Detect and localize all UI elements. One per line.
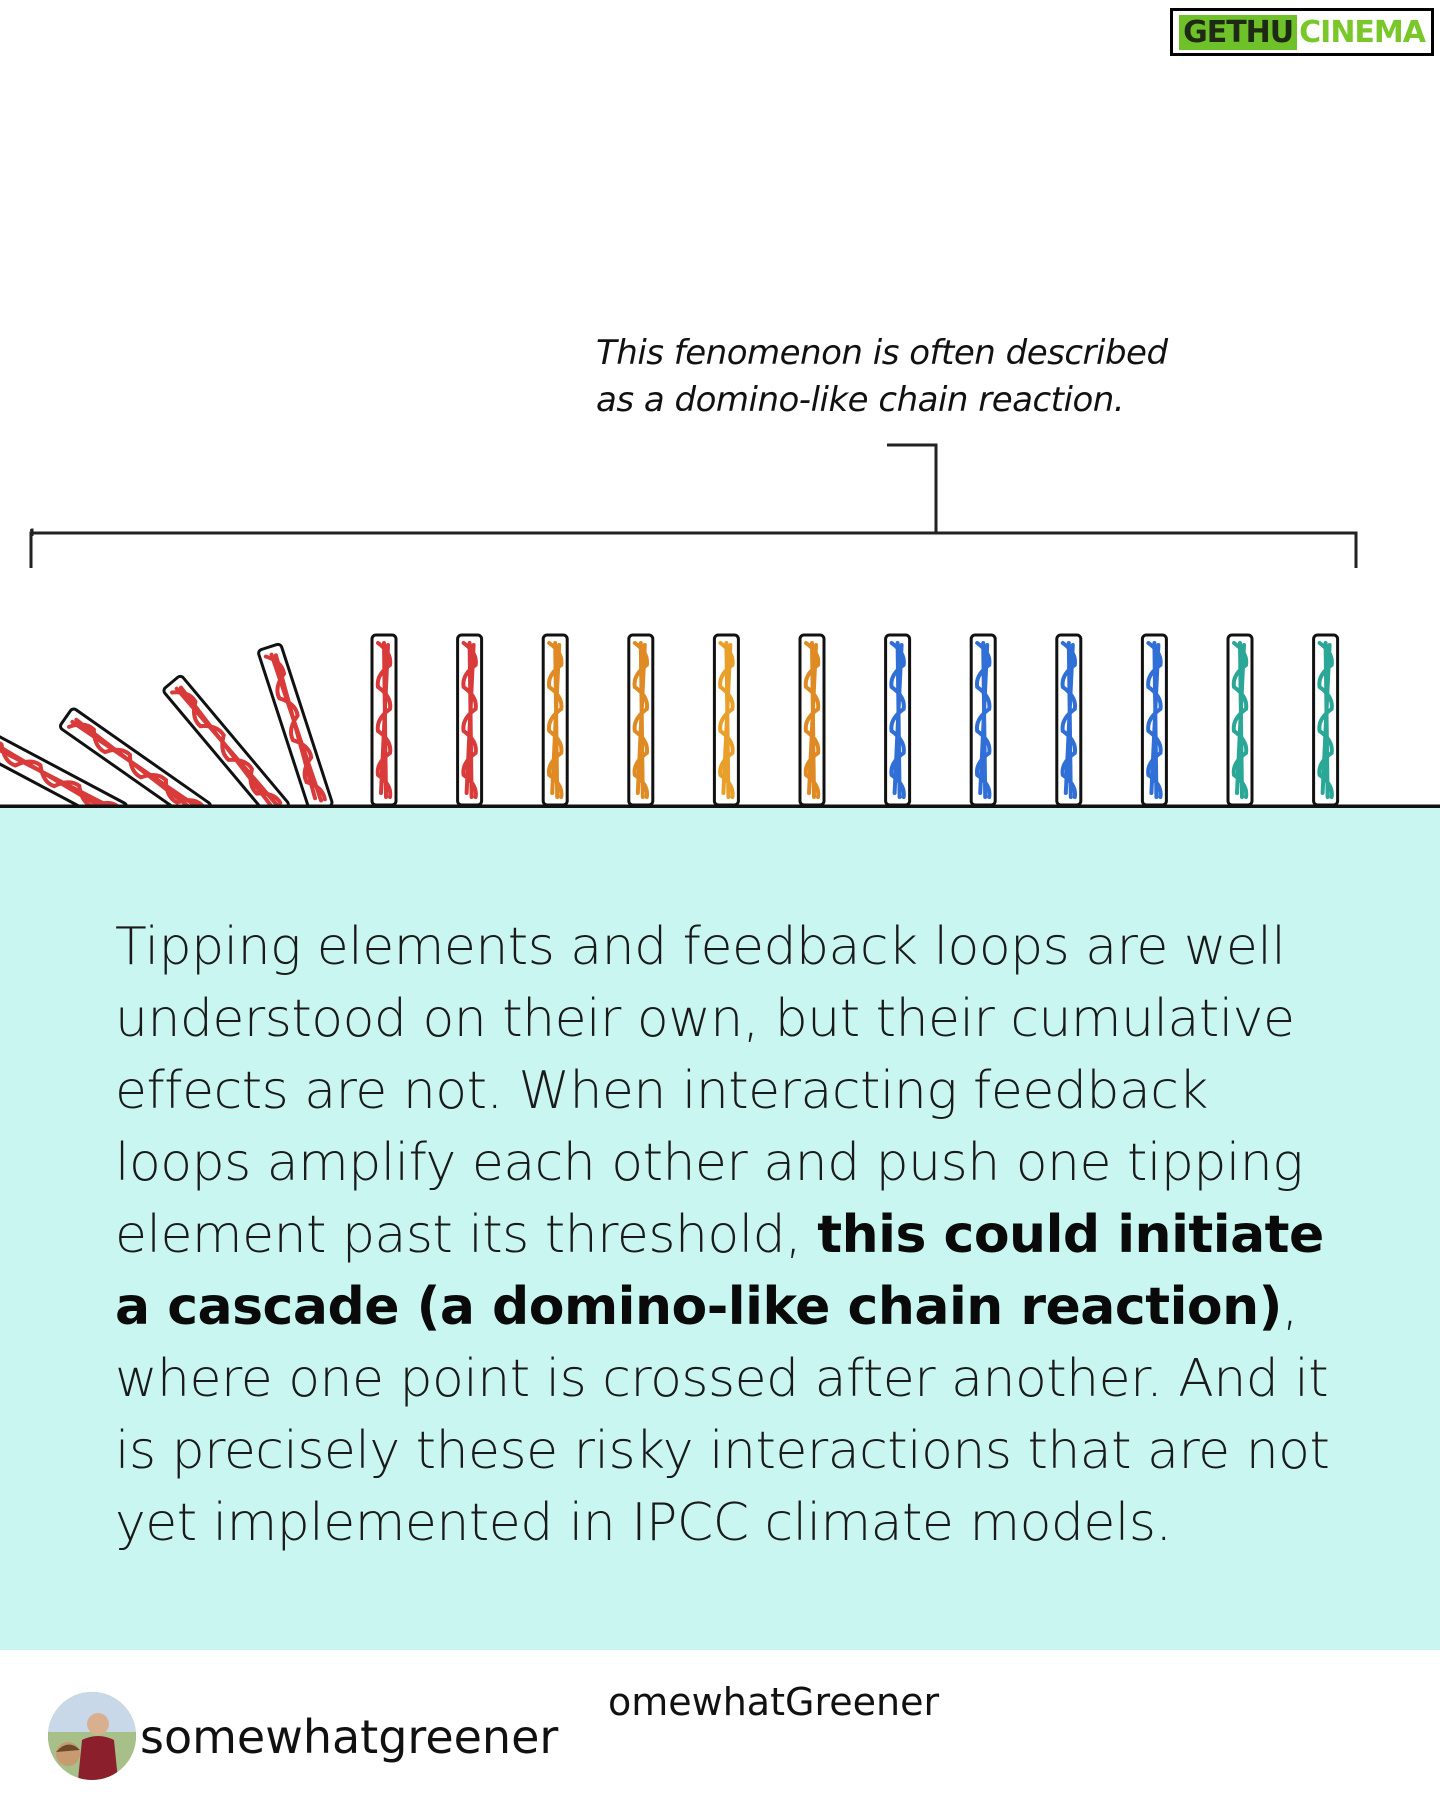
standing-domino xyxy=(798,633,826,807)
bracket xyxy=(29,443,1358,568)
caption-line-2: as a domino-like chain reaction. xyxy=(596,380,1125,420)
body-paragraph: Tipping elements and feedback loops are … xyxy=(115,911,1345,1559)
illustration-caption: This fenomenon is often described as a d… xyxy=(596,330,1168,424)
body-text-end: , where one point is crossed after anoth… xyxy=(115,1277,1330,1553)
standing-domino xyxy=(1055,633,1083,807)
text-panel: Tipping elements and feedback loops are … xyxy=(0,808,1440,1650)
fallen-domino xyxy=(162,674,290,810)
standing-domino xyxy=(1226,633,1254,807)
post-footer: somewhatgreener omewhatGreener xyxy=(0,1650,1440,1800)
caption-line-1: This fenomenon is often described xyxy=(596,333,1168,373)
avatar[interactable] xyxy=(48,1692,136,1780)
username[interactable]: somewhatgreener xyxy=(140,1710,559,1764)
standing-domino xyxy=(969,633,997,807)
standing-domino xyxy=(541,633,569,807)
watermark-part2: CINEMA xyxy=(1299,14,1426,50)
body-text-start: Tipping elements and feedback loops are … xyxy=(115,917,1303,1265)
fallen-domino xyxy=(59,707,212,810)
handle-text: omewhatGreener xyxy=(608,1680,940,1724)
standing-domino xyxy=(456,633,484,807)
standing-domino xyxy=(712,633,740,807)
standing-domino xyxy=(370,633,398,807)
standing-domino xyxy=(1312,633,1340,807)
standing-domino xyxy=(1140,633,1168,807)
standing-domino xyxy=(627,633,655,807)
domino-illustration xyxy=(0,443,1440,810)
avatar-image xyxy=(48,1692,136,1780)
watermark-part1: GETHU xyxy=(1179,14,1298,50)
standing-domino xyxy=(884,633,912,807)
domino-row xyxy=(0,633,1340,810)
body-text-bold: this could initiate a cascade (a domino-… xyxy=(115,1205,1324,1337)
